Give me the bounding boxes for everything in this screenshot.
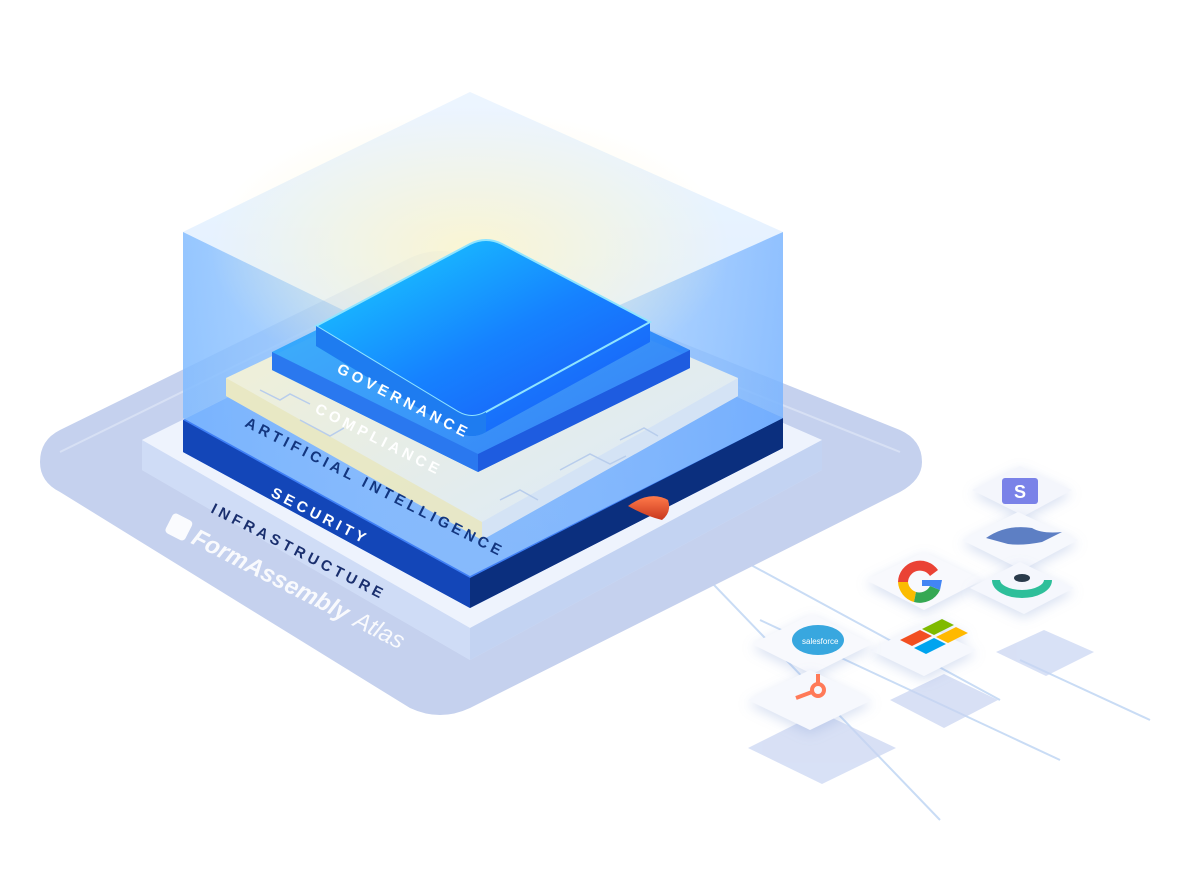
teal-ring-icon [992,574,1052,598]
svg-text:salesforce: salesforce [802,637,839,646]
stripe-icon: S [1014,482,1026,502]
integration-card-microsoft[interactable] [870,619,976,676]
integration-card-hubspot[interactable] [748,670,872,730]
formassembly-logo-icon [165,513,193,541]
salesforce-icon: salesforce [792,625,844,655]
integration-cards: S [748,466,1094,784]
integration-card-python[interactable] [962,512,1078,570]
integration-card-google[interactable] [866,552,982,610]
governance-layer [313,239,653,436]
google-icon [898,560,942,603]
hubspot-icon [795,674,826,700]
python-icon [986,527,1062,545]
integration-card-salesforce[interactable]: salesforce [752,614,872,674]
microsoft-icon [900,619,968,654]
integration-card-teal[interactable] [970,562,1074,614]
circuit-pattern [259,389,659,501]
shield-icon [628,496,670,520]
integration-card-stripe[interactable]: S [972,466,1072,516]
